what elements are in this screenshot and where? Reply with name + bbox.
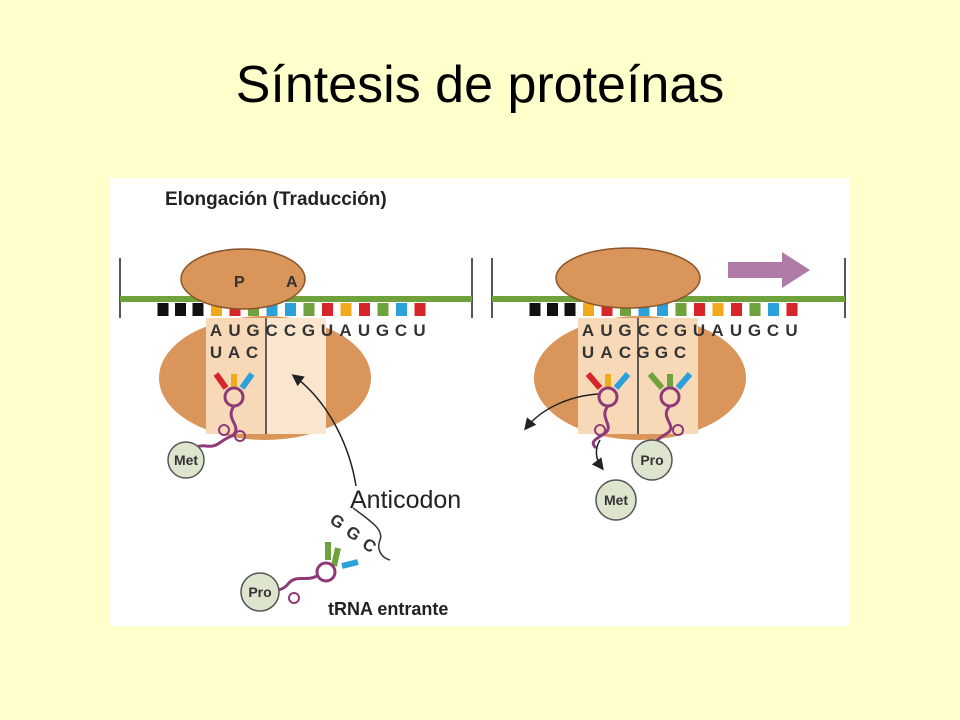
trna-pro	[644, 372, 693, 452]
translocation-arrow-icon	[728, 252, 810, 288]
nucleotide-tick	[266, 303, 278, 316]
nucleotide-letter: G	[246, 321, 259, 340]
nucleotide-letter: C	[767, 321, 779, 340]
nucleotide-letter: U	[228, 321, 240, 340]
nucleotide-letter: C	[637, 321, 649, 340]
nucleotide-tick	[529, 303, 541, 316]
nucleotide-letter: C	[395, 321, 407, 340]
nucleotide-letter: C	[284, 321, 296, 340]
nucleotide-letter: U	[693, 321, 705, 340]
ribosome-small-subunit	[180, 248, 306, 310]
nucleotide-letter: U	[600, 321, 612, 340]
nucleotide-tick	[211, 303, 222, 316]
nucleotide-tick	[675, 303, 687, 316]
anticodon-bracket	[352, 507, 391, 561]
nucleotide-tick	[712, 303, 724, 316]
slide-title: Síntesis de proteínas	[235, 56, 725, 114]
nucleotide-tick	[414, 303, 426, 316]
nucleotide-letter: A	[711, 321, 723, 340]
nucleotide-letter: U	[413, 321, 425, 340]
anticodon-pointer	[291, 374, 357, 487]
nucleotide-tick	[731, 303, 742, 316]
nucleotide-letter: C	[265, 321, 277, 340]
ribosome-small-subunit	[555, 247, 701, 309]
nucleotide-letter: C	[674, 343, 686, 362]
nucleotide-letter: U	[210, 343, 222, 362]
nucleotide-letter: U	[321, 321, 333, 340]
nucleotide-tick	[248, 303, 259, 316]
figure-heading: Elongación (Traducción)	[165, 189, 387, 210]
nucleotide-letter: A	[210, 321, 222, 340]
nucleotide-letter: U	[358, 321, 370, 340]
nucleotide-tick	[359, 303, 370, 316]
trna-exiting	[585, 372, 631, 450]
nucleotide-letter: C	[619, 343, 631, 362]
nucleotide-letter: G	[376, 321, 389, 340]
nucleotide-tick	[657, 303, 668, 316]
amino-acid-met	[595, 479, 637, 521]
nucleotide-tick	[749, 303, 761, 316]
nucleotide-tick	[694, 303, 705, 316]
nucleotide-tick	[157, 303, 169, 316]
nucleotide-letter: C	[656, 321, 668, 340]
nucleotide-letter: G	[342, 522, 364, 545]
nucleotide-letter: C	[246, 343, 258, 362]
nucleotide-tick	[175, 303, 186, 316]
nucleotide-letter: U	[785, 321, 797, 340]
nucleotide-letter: U	[582, 343, 594, 362]
nucleotide-letter: G	[326, 510, 348, 533]
svg-text:Met: Met	[604, 492, 628, 508]
nucleotide-tick	[303, 303, 315, 316]
nucleotide-letter: G	[674, 321, 687, 340]
nucleotide-letter: A	[600, 343, 612, 362]
amino-acid-met	[167, 441, 205, 479]
site-p-label: P	[234, 274, 245, 291]
nucleotide-tick	[192, 303, 204, 316]
nucleotide-letter: G	[655, 343, 668, 362]
nucleotide-letter: G	[748, 321, 761, 340]
amino-acid-pro	[240, 572, 280, 612]
nucleotide-letter: U	[730, 321, 742, 340]
nucleotide-tick	[564, 303, 576, 316]
nucleotide-tick	[583, 303, 594, 316]
nucleotide-tick	[322, 303, 333, 316]
nucleotide-tick	[768, 303, 779, 316]
svg-text:Met: Met	[174, 452, 198, 468]
nucleotide-letter: A	[582, 321, 594, 340]
nucleotide-letter: A	[339, 321, 351, 340]
nucleotide-tick	[638, 303, 650, 316]
nucleotide-tick	[620, 303, 631, 316]
nucleotide-tick	[547, 303, 558, 316]
incoming-trna: Anticodon GGC Pro tRNA entrante	[240, 374, 461, 619]
nucleotide-letter: G	[302, 321, 315, 340]
nucleotide-tick	[377, 303, 389, 316]
svg-text:Pro: Pro	[640, 452, 663, 468]
nucleotide-tick	[340, 303, 352, 316]
nucleotide-tick	[396, 303, 407, 316]
site-a-label: A	[286, 274, 298, 291]
svg-text:Pro: Pro	[248, 584, 271, 600]
nucleotide-tick	[601, 303, 613, 316]
nucleotide-letter: C	[359, 534, 380, 557]
nucleotide-letter: G	[618, 321, 631, 340]
nucleotide-tick	[786, 303, 798, 316]
nucleotide-tick	[285, 303, 296, 316]
trna-entrante-label: tRNA entrante	[328, 599, 448, 619]
anticodon-label: Anticodon	[350, 486, 461, 514]
nucleotide-letter: G	[636, 343, 649, 362]
amino-acid-pro	[631, 439, 673, 481]
nucleotide-letter: A	[228, 343, 240, 362]
